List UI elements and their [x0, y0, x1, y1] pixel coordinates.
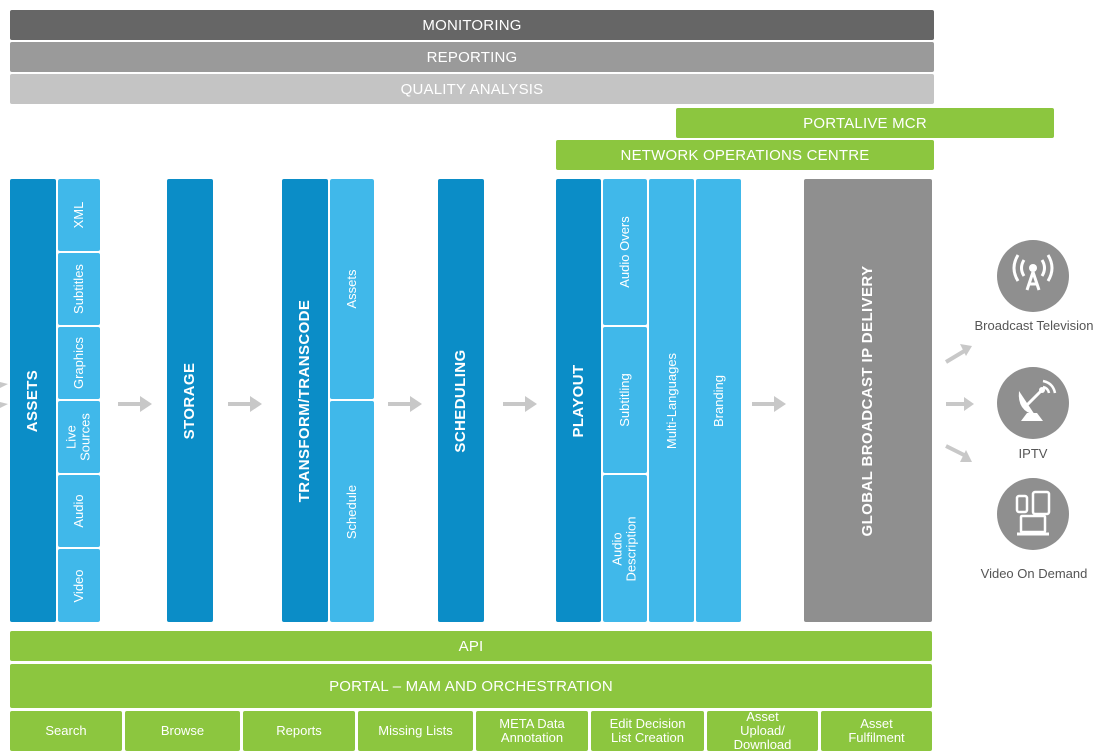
arrow-right-icon [503, 396, 537, 412]
playout-item-audio-overs: Audio Overs [603, 179, 647, 325]
function-missing-lists: Missing Lists [358, 711, 473, 751]
broadcast-television-label: Broadcast Television [974, 318, 1094, 333]
portalive-mcr-bar: PORTALIVE MCR [676, 108, 1054, 138]
function-meta-data-annotation: META Data Annotation [476, 711, 588, 751]
storage-column: STORAGE [167, 179, 213, 622]
api-bar: API [10, 631, 932, 661]
arrow-right-icon [0, 382, 8, 408]
storage-title: STORAGE [180, 362, 198, 439]
playout-item-subtitling: Subtitling [603, 327, 647, 473]
video-on-demand-circle [997, 478, 1069, 550]
playout-title: PLAYOUT [569, 363, 587, 438]
arrow-right-icon [752, 396, 786, 412]
function-asset-upload-download: Asset Upload/ Download [707, 709, 818, 752]
assets-subitems: XML Subtitles Graphics Live Sources Audi… [58, 179, 100, 622]
transform-item-schedule: Schedule [330, 401, 374, 622]
arrow-right-icon [944, 344, 974, 462]
broadcast-tower-icon [1012, 254, 1054, 291]
multi-languages-column: Multi-Languages [649, 179, 694, 622]
transform-column: TRANSFORM/TRANSCODE [282, 179, 328, 622]
delivery-column: GLOBAL BROADCAST IP DELIVERY [804, 179, 932, 622]
branding-column: Branding [696, 179, 741, 622]
arrow-right-icon [228, 396, 262, 412]
function-edit-decision-list: Edit Decision List Creation [591, 711, 704, 751]
broadcast-television-circle [997, 240, 1069, 312]
scheduling-title: SCHEDULING [451, 348, 469, 453]
asset-item-subtitles: Subtitles [58, 253, 100, 325]
monitoring-bar: MONITORING [10, 10, 934, 40]
function-reports: Reports [243, 711, 355, 751]
satellite-dish-icon [1018, 379, 1057, 421]
quality-analysis-bar: QUALITY ANALYSIS [10, 74, 934, 104]
assets-column: ASSETS [10, 179, 56, 622]
playout-item-audio-description: Audio Description [603, 475, 647, 622]
network-operations-centre-bar: NETWORK OPERATIONS CENTRE [556, 140, 934, 170]
asset-item-live-sources: Live Sources [58, 401, 100, 473]
assets-title: ASSETS [23, 369, 41, 432]
delivery-title: GLOBAL BROADCAST IP DELIVERY [858, 265, 876, 536]
asset-item-video: Video [58, 549, 100, 622]
asset-item-graphics: Graphics [58, 327, 100, 399]
transform-title: TRANSFORM/TRANSCODE [295, 299, 313, 502]
video-on-demand-label: Video On Demand [980, 566, 1088, 581]
function-asset-fulfilment: Asset Fulfilment [821, 711, 932, 751]
iptv-circle [997, 367, 1069, 439]
playout-subitems: Audio Overs Subtitling Audio Description [603, 179, 647, 622]
reporting-bar: REPORTING [10, 42, 934, 72]
asset-item-xml: XML [58, 179, 100, 251]
iptv-label: IPTV [1018, 446, 1048, 461]
function-search: Search [10, 711, 122, 751]
arrow-right-icon [388, 396, 422, 412]
playout-column: PLAYOUT [556, 179, 601, 622]
scheduling-column: SCHEDULING [438, 179, 484, 622]
transform-item-assets: Assets [330, 179, 374, 399]
arrow-right-icon [118, 396, 152, 412]
asset-item-audio: Audio [58, 475, 100, 547]
function-browse: Browse [125, 711, 240, 751]
devices-icon [1015, 490, 1051, 536]
portal-mam-bar: PORTAL – MAM AND ORCHESTRATION [10, 664, 932, 708]
transform-subitems: Assets Schedule [330, 179, 374, 622]
